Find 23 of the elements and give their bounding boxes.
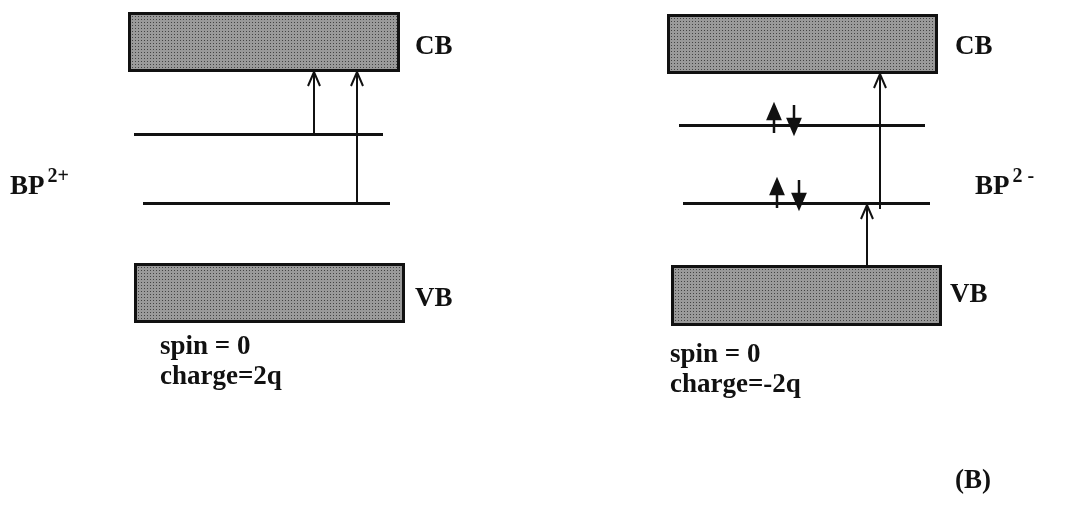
energy-level-line (683, 202, 930, 205)
spin-note: spin = 0 (670, 340, 761, 367)
charge-note: charge=2q (160, 362, 282, 389)
spin-note: spin = 0 (160, 332, 251, 359)
band-label: VB (950, 280, 988, 307)
energy-band (667, 14, 938, 74)
charge-note: charge=-2q (670, 370, 801, 397)
energy-band (671, 265, 942, 326)
transition-arrow (873, 73, 887, 210)
band-label: VB (415, 284, 453, 311)
transition-arrow (307, 71, 321, 134)
energy-band (128, 12, 400, 72)
transition-arrow (350, 71, 364, 203)
band-label: CB (415, 32, 453, 59)
energy-level-line (679, 124, 925, 127)
energy-level-line (134, 133, 383, 136)
ion-label: BP$^{2+}$ (10, 165, 69, 199)
transition-arrow (860, 204, 874, 266)
energy-level-line (143, 202, 390, 205)
energy-band (134, 263, 405, 323)
ion-label: BP$^{2 -}$ (975, 165, 1035, 199)
band-label: CB (955, 32, 993, 59)
panel-label: (B) (955, 466, 991, 493)
